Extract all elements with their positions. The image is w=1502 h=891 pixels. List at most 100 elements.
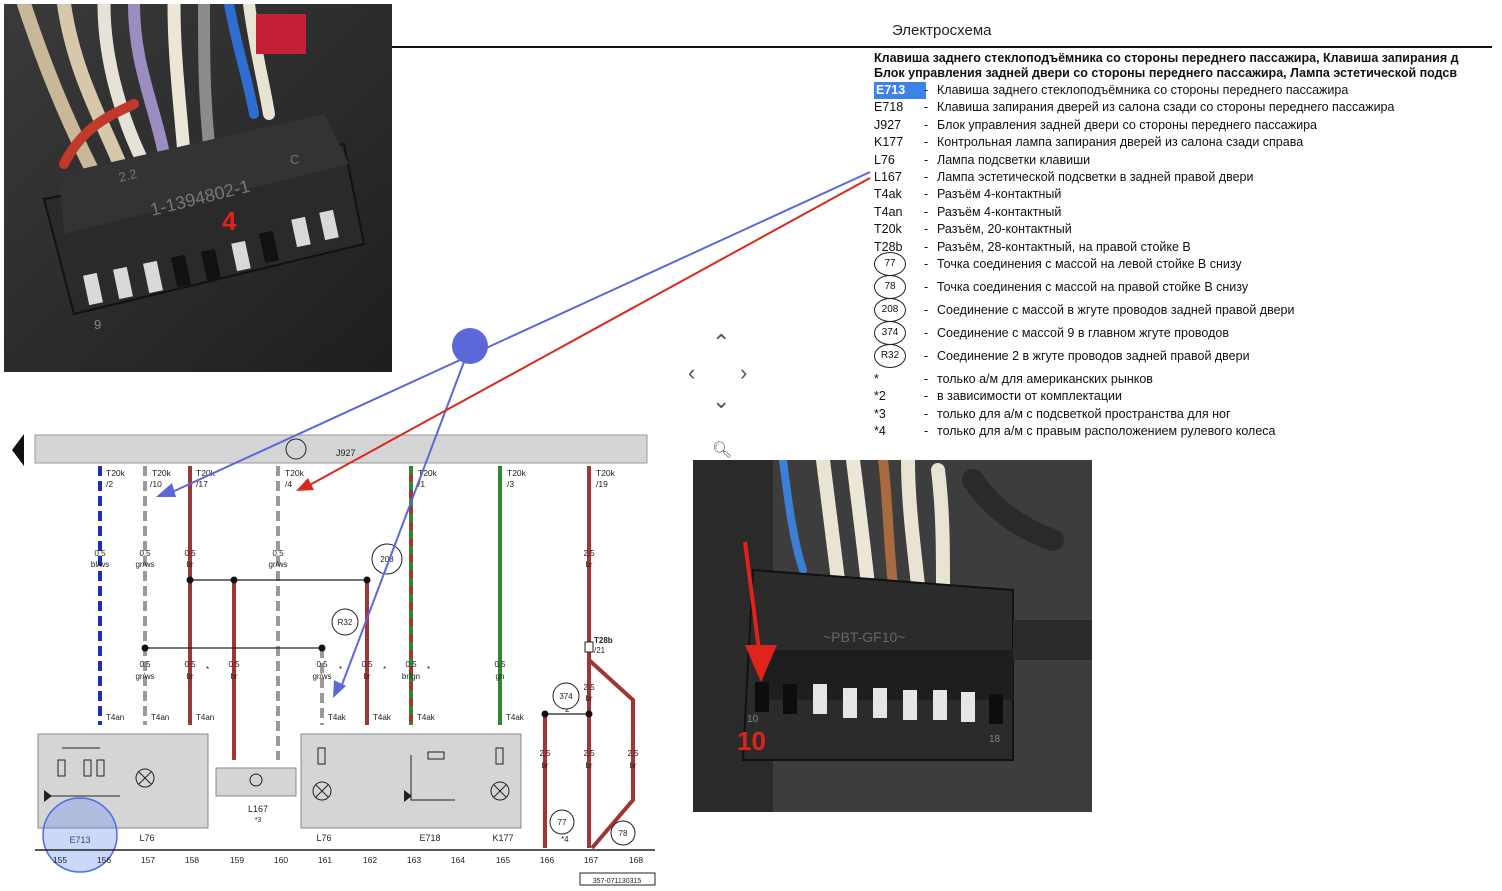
legend-dash: - (924, 135, 929, 150)
svg-text:0.5: 0.5 (139, 549, 151, 558)
svg-text:~PBT-GF10~: ~PBT-GF10~ (823, 629, 905, 645)
conn-5: T20k (418, 468, 438, 478)
pan-right-icon[interactable]: › (740, 360, 748, 385)
svg-text:2.5: 2.5 (583, 549, 595, 558)
e713-highlight (42, 797, 118, 873)
legend-desc: Разъём 4-контактный (937, 204, 1062, 219)
svg-text:br: br (585, 761, 592, 770)
legend-code: K177 (874, 135, 904, 150)
conn-6: T20k (507, 468, 527, 478)
svg-text:208: 208 (380, 555, 394, 564)
legend-dash: - (924, 83, 929, 97)
legend-desc: Разъём 4-контактный (937, 187, 1062, 202)
legend-desc: в зависимости от комплектации (937, 389, 1122, 404)
ground-r32 (331, 608, 359, 636)
svg-text:T4an: T4an (151, 713, 169, 722)
legend-code: T28b (874, 239, 903, 254)
svg-text:br: br (363, 672, 370, 681)
svg-text:18: 18 (989, 734, 1001, 745)
pan-left-icon[interactable]: ‹ (688, 360, 696, 385)
legend-dash: - (924, 117, 929, 132)
legend-dash: - (924, 170, 929, 184)
legend-code: *3 (874, 406, 886, 421)
legend-code: E718 (874, 100, 904, 115)
svg-text:2.5: 2.5 (583, 749, 595, 758)
legend-desc: Точка соединения с массой на правой стой… (937, 280, 1249, 294)
connector-photo-bottom: ~PBT-GF10~ 10 18 10 (693, 460, 1092, 812)
svg-text:T4ak: T4ak (506, 713, 525, 722)
ground-208 (371, 543, 403, 575)
legend-dash: - (924, 204, 929, 219)
svg-text:0.5: 0.5 (139, 660, 151, 669)
page-title: Электросхема (892, 22, 992, 39)
header-divider (392, 46, 1492, 48)
svg-text:2.2: 2.2 (117, 166, 138, 185)
legend-desc: Соединение с массой 9 в главном жгуте пр… (937, 326, 1229, 340)
column-number: 162 (363, 855, 377, 865)
legend-dash: - (924, 326, 929, 340)
svg-text:78: 78 (619, 829, 628, 838)
svg-text:*: * (427, 665, 430, 674)
legend-desc: только для а/м с подсветкой пространства… (937, 406, 1231, 421)
legend-dash: - (924, 349, 929, 363)
legend-desc: Соединение 2 в жгуте проводов задней пра… (937, 349, 1250, 363)
svg-text:/21: /21 (594, 646, 606, 655)
legend-desc: Клавиша заднего стеклоподъёмника со стор… (937, 83, 1349, 97)
svg-text:T4an: T4an (196, 713, 214, 722)
legend-desc: Клавиша запирания дверей из салона сзади… (937, 100, 1395, 115)
label-k177: K177 (492, 833, 513, 843)
component-e713-box (37, 733, 209, 829)
legend-desc: Контрольная лампа запирания дверей из са… (937, 135, 1304, 150)
svg-text:0.5: 0.5 (494, 660, 506, 669)
svg-text:T4ak: T4ak (417, 713, 436, 722)
ground-374 (552, 682, 580, 710)
label-e713: E713 (69, 835, 90, 845)
legend-dash: - (924, 424, 929, 439)
component-l167-box (215, 767, 297, 797)
legend-desc: Точка соединения с массой на левой стойк… (937, 257, 1242, 271)
svg-text:br: br (186, 560, 193, 569)
legend-code: T4ak (874, 187, 902, 202)
svg-text:0.5: 0.5 (405, 660, 417, 669)
legend-code: J927 (874, 117, 902, 132)
svg-text:/1: /1 (418, 479, 425, 489)
legend-code: E713 (874, 82, 926, 99)
column-number: 157 (141, 855, 155, 865)
collapse-arrow-icon[interactable] (12, 434, 24, 466)
svg-text:0.5: 0.5 (272, 549, 284, 558)
svg-text:br: br (585, 694, 592, 703)
arrow-red-l167 (305, 177, 871, 488)
column-number: 155 (53, 855, 67, 865)
pan-down-icon[interactable]: ⌄ (712, 388, 731, 413)
svg-text:br: br (230, 672, 237, 681)
svg-text:/4: /4 (285, 479, 292, 489)
pan-up-icon[interactable]: ⌃ (712, 330, 731, 355)
legend-code: *2 (874, 389, 886, 404)
conn-2: T20k (152, 468, 172, 478)
svg-text:bl/ws: bl/ws (91, 560, 109, 569)
legend-desc: Блок управления задней двери со стороны … (937, 117, 1317, 132)
svg-text:br: br (585, 560, 592, 569)
svg-text:T4ak: T4ak (328, 713, 347, 722)
legend-dash: - (924, 372, 929, 386)
svg-text:br: br (186, 672, 193, 681)
svg-text:T28b: T28b (594, 636, 613, 645)
column-number: 160 (274, 855, 288, 865)
svg-text:/3: /3 (507, 479, 514, 489)
svg-text:/17: /17 (196, 479, 208, 489)
legend-desc: Разъём, 20-контактный (937, 222, 1072, 237)
svg-text:gr/ws: gr/ws (312, 672, 331, 681)
svg-text:*: * (206, 665, 209, 674)
svg-text:*: * (383, 665, 386, 674)
legend-code: T20k (874, 222, 902, 237)
wire-br-78 (587, 658, 635, 850)
column-number: 164 (451, 855, 465, 865)
zoom-icon[interactable]: 🔍︎ (712, 442, 733, 459)
column-number: 159 (230, 855, 244, 865)
svg-text:/19: /19 (596, 479, 608, 489)
legend-desc: только а/м для американских рынков (937, 372, 1153, 386)
legend-desc: Разъём, 28-контактный, на правой стойке … (937, 239, 1191, 254)
svg-text:gr/ws: gr/ws (135, 560, 154, 569)
svg-text:*: * (339, 665, 342, 674)
